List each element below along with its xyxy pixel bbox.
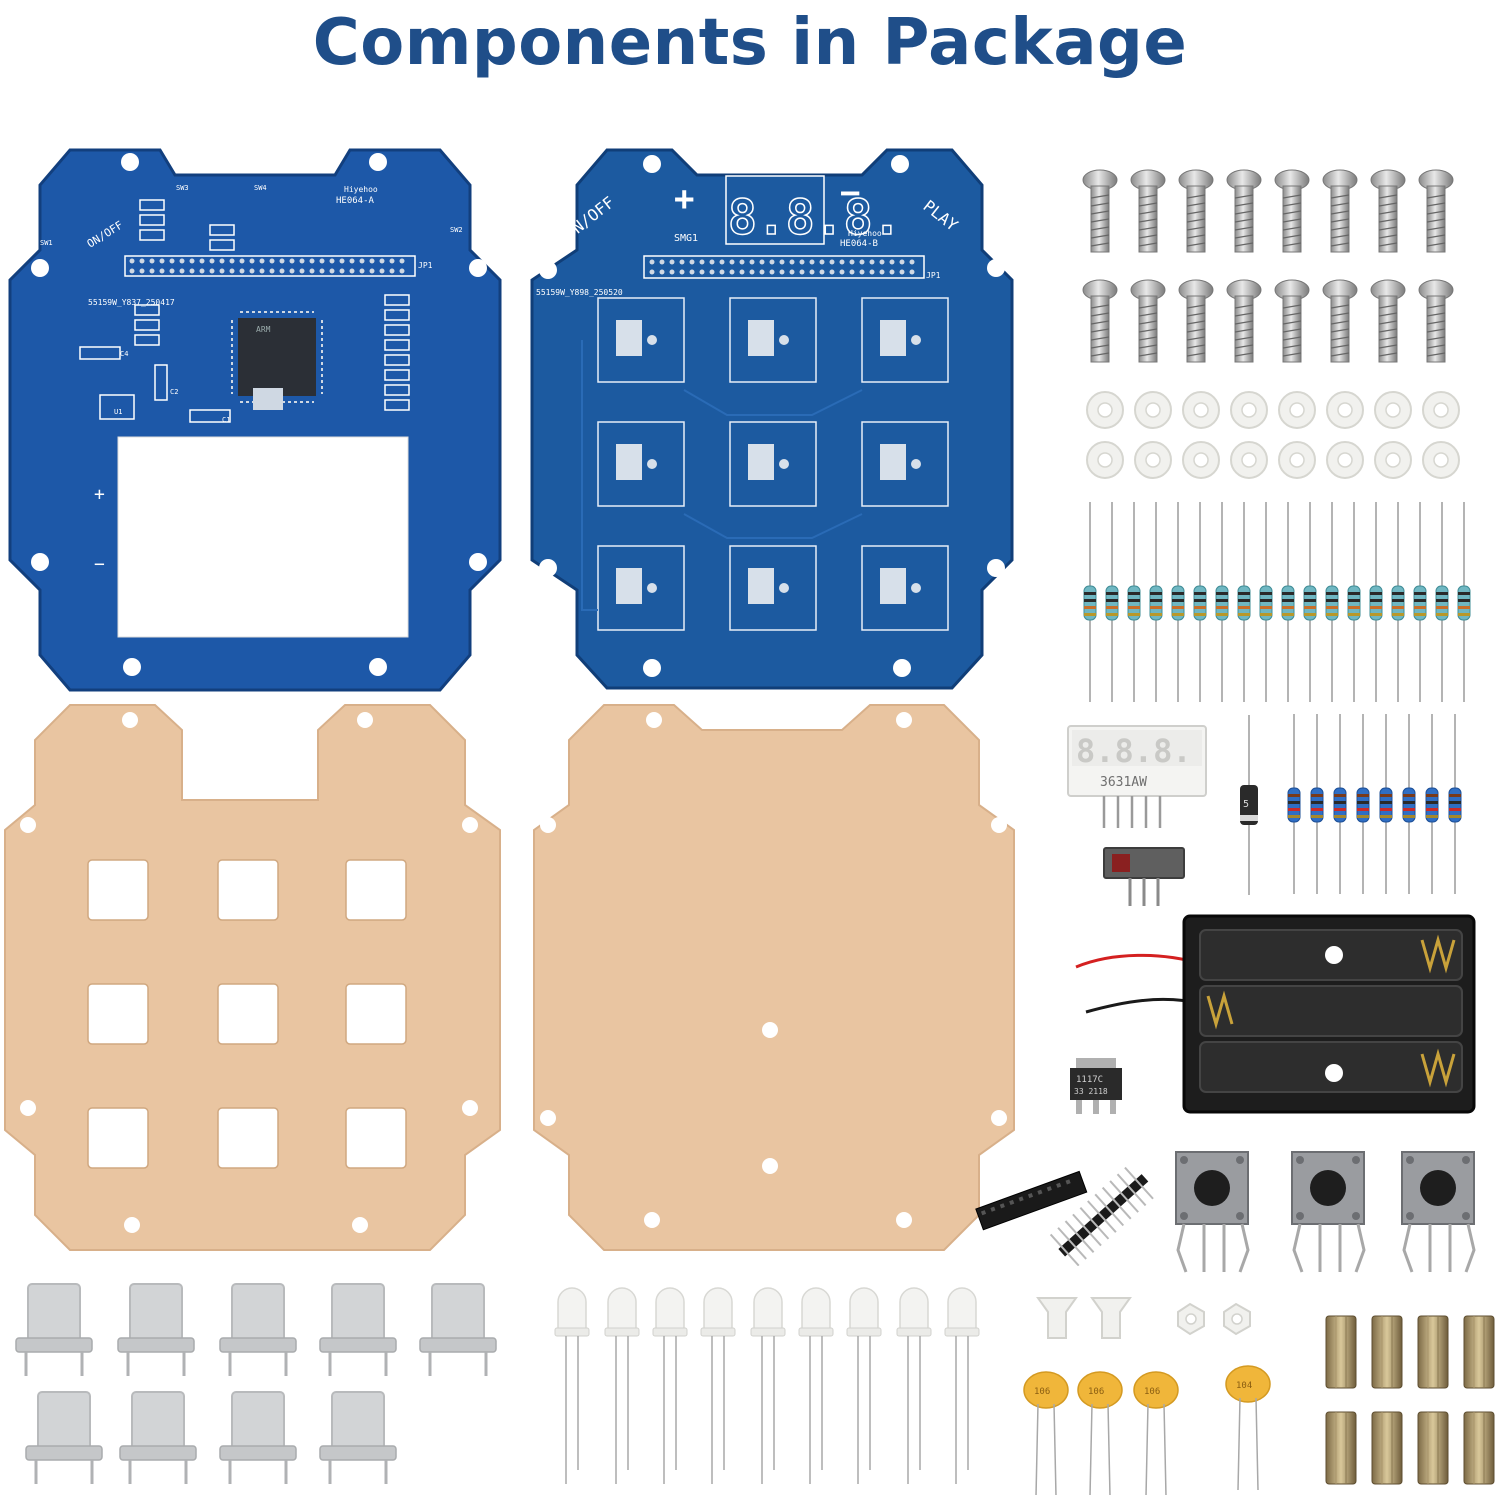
slide-switch <box>1103 847 1185 906</box>
board-b-plus: + <box>674 179 694 219</box>
pin-header-female <box>975 1170 1088 1231</box>
capacitor-label-4: 104 <box>1236 1381 1252 1391</box>
board-a-model: HE064-A <box>336 196 375 206</box>
seven-segment-digits: 8.8.8. <box>1076 732 1192 770</box>
nylon-screws-nuts <box>1036 1297 1251 1339</box>
board-a-c1: C1 <box>222 416 230 424</box>
board-b-brand: Hiyehoo <box>848 229 882 238</box>
seven-segment-display: 8.8.8. 3631AW <box>1067 725 1207 828</box>
tactile-buttons-group <box>1174 1150 1476 1274</box>
board-b-display-outline: 8.8.8. <box>728 190 901 246</box>
capacitor-label-3: 106 <box>1144 1387 1160 1397</box>
pcb-board-a: ON/OFF HE064-A Hiyehoo 55159W_Y837_25041… <box>8 148 502 692</box>
capacitor-label-1: 106 <box>1034 1387 1050 1397</box>
capacitor-label-2: 106 <box>1088 1387 1104 1397</box>
screws-group <box>1082 169 1454 363</box>
board-a-sw1: SW1 <box>40 239 53 247</box>
ceramic-capacitors: 106 106 106 104 <box>1023 1365 1271 1495</box>
board-a-brand: Hiyehoo <box>344 185 378 194</box>
diode-mark: 5 <box>1243 799 1249 810</box>
brass-standoffs-group <box>1325 1315 1495 1485</box>
page-title: Components in Package <box>312 6 1188 80</box>
acrylic-plate-top <box>4 704 501 1251</box>
resistors-long-group <box>1083 501 1471 703</box>
board-b-model: HE064-B <box>840 239 878 249</box>
board-a-u1: U1 <box>114 408 122 416</box>
diode: 5 <box>1240 715 1258 895</box>
board-a-minus: − <box>94 554 105 575</box>
seven-segment-part: 3631AW <box>1100 775 1147 790</box>
leds-group <box>554 1287 980 1485</box>
board-a-plus: + <box>94 484 105 505</box>
board-b-header-ref: JP1 <box>926 271 941 280</box>
board-b-display-ref: SMG1 <box>674 233 698 244</box>
board-a-chip: ARM <box>256 325 271 334</box>
regulator-line1: 1117C <box>1076 1075 1103 1085</box>
board-b-serial: 55159W_Y898_250520 <box>536 288 623 297</box>
board-b-minus: − <box>840 173 860 213</box>
board-a-sw3: SW3 <box>176 184 189 192</box>
board-a-sw4: SW4 <box>254 184 267 192</box>
acrylic-plate-bottom <box>533 704 1015 1251</box>
pin-header-male <box>1049 1166 1154 1266</box>
voltage-regulator: 1117C 33 2118 <box>1070 1058 1122 1114</box>
board-a-serial: 55159W_Y837_250417 <box>88 298 175 307</box>
regulator-line2: 33 2118 <box>1074 1087 1108 1096</box>
battery-box <box>1075 914 1476 1114</box>
pcb-board-b: 8.8.8. ON/OFF PLAY + − SMG1 HE064-B Hiye… <box>530 148 1014 690</box>
board-a-sw2: SW2 <box>450 226 463 234</box>
washers-group <box>1086 391 1460 479</box>
resistors-short-group <box>1287 713 1462 895</box>
board-a-c4: C4 <box>120 350 128 358</box>
board-a-header-ref: JP1 <box>418 261 433 270</box>
keycap-holders-group <box>14 1282 498 1486</box>
board-a-c2: C2 <box>170 388 178 396</box>
